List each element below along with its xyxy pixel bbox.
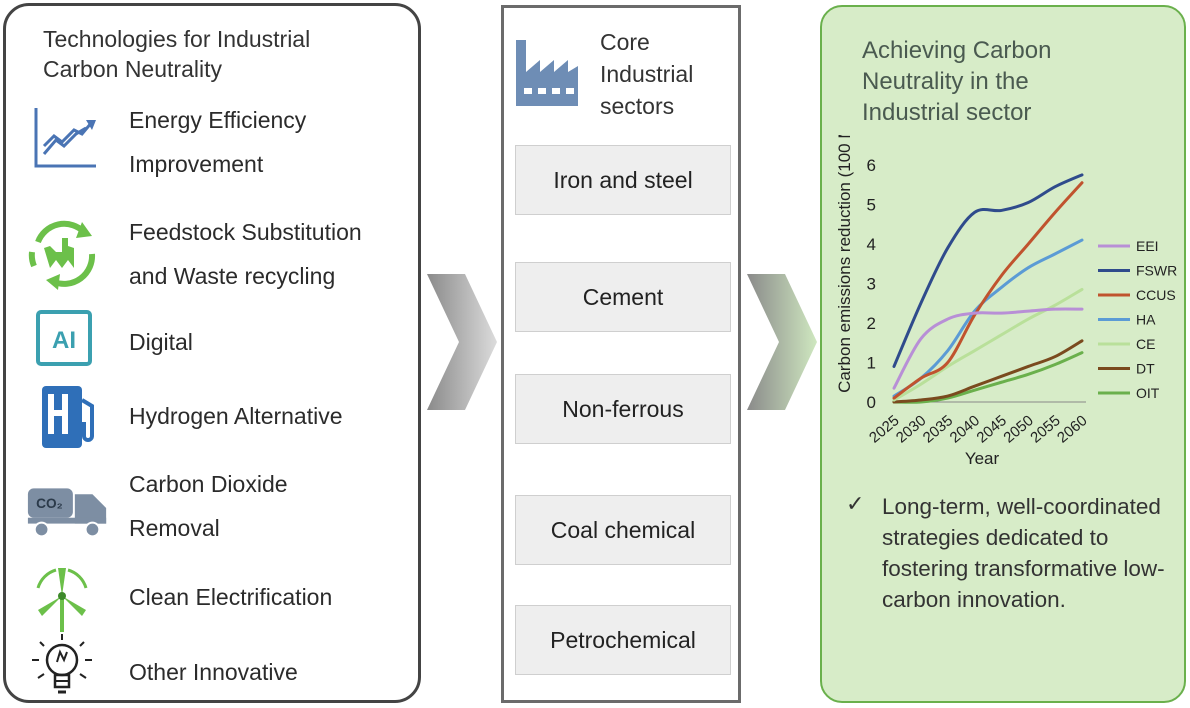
- legend-label: HA: [1136, 312, 1156, 328]
- legend-label: EEI: [1136, 238, 1159, 254]
- sectors-title: Core Industrial sectors: [600, 29, 694, 119]
- tech-label: Digital: [129, 329, 193, 355]
- sector-cement: Cement: [515, 262, 731, 332]
- sector-coal-chemical: Coal chemical: [515, 495, 731, 565]
- y-axis-label: Carbon emissions reduction (100 Mt): [835, 135, 854, 393]
- x-tick-label: 2060: [1054, 412, 1090, 446]
- technologies-title: Technologies for Industrial Carbon Neutr…: [43, 26, 311, 82]
- series-line-fswr: [892, 173, 1084, 368]
- wind-turbine-icon: [36, 568, 88, 632]
- series-line-ha: [892, 238, 1084, 398]
- y-tick-label: 2: [867, 314, 876, 333]
- ai-chip-icon: AI: [36, 310, 92, 366]
- tech-label: Carbon Dioxide Removal: [129, 471, 288, 541]
- tech-label: Energy Efficiency Improvement: [129, 107, 307, 177]
- tech-label: Feedstock Substitution and Waste recycli…: [129, 219, 362, 289]
- series-line-dt: [892, 339, 1084, 404]
- recycle-factory-icon: [28, 220, 96, 290]
- co2-truck-icon: CO₂: [27, 488, 107, 538]
- chevron-right-icon: [427, 274, 497, 410]
- tech-label: Clean Electrification: [129, 584, 333, 610]
- sector-petrochemical: Petrochemical: [515, 605, 731, 675]
- legend-label: FSWR: [1136, 263, 1177, 279]
- trend-chart-icon: [34, 108, 96, 168]
- legend-label: CE: [1136, 336, 1155, 352]
- legend-label: DT: [1136, 361, 1155, 377]
- chevron-right-icon: [747, 274, 817, 410]
- series-line-eei: [892, 307, 1084, 390]
- y-tick-label: 5: [867, 196, 876, 215]
- technologies-panel: Technologies for Industrial Carbon Neutr…: [3, 3, 421, 703]
- sectors-panel: Core Industrial sectors Iron and steel C…: [501, 5, 741, 703]
- svg-text:CO₂: CO₂: [36, 496, 63, 511]
- y-tick-label: 6: [867, 156, 876, 175]
- outcome-panel: Achieving Carbon Neutrality in the Indus…: [820, 5, 1186, 703]
- x-axis-label: Year: [965, 449, 1000, 468]
- sector-iron-steel: Iron and steel: [515, 145, 731, 215]
- conclusion-text: Long-term, well-coordinated strategies d…: [882, 494, 1165, 612]
- svg-text:AI: AI: [52, 327, 76, 354]
- lightbulb-icon: [32, 634, 92, 694]
- tech-label: Other Innovative: [129, 659, 298, 685]
- tech-label: Hydrogen Alternative: [129, 403, 343, 429]
- sector-non-ferrous: Non-ferrous: [515, 374, 731, 444]
- legend-label: CCUS: [1136, 287, 1176, 303]
- series-line-oit: [892, 351, 1084, 404]
- legend-label: OIT: [1136, 385, 1160, 401]
- hydrogen-station-icon: [42, 386, 94, 448]
- y-tick-label: 4: [867, 235, 876, 254]
- series-line-ccus: [892, 181, 1084, 400]
- check-icon: ✓: [846, 491, 865, 516]
- y-tick-label: 1: [867, 354, 876, 373]
- outcome-title: Achieving Carbon Neutrality in the Indus…: [862, 37, 1052, 126]
- y-tick-label: 0: [867, 393, 876, 412]
- y-tick-label: 3: [867, 275, 876, 294]
- emissions-chart: 012345620252030203520402045205020552060Y…: [835, 135, 1177, 468]
- factory-icon: [516, 40, 578, 106]
- series-line-ce: [892, 287, 1084, 402]
